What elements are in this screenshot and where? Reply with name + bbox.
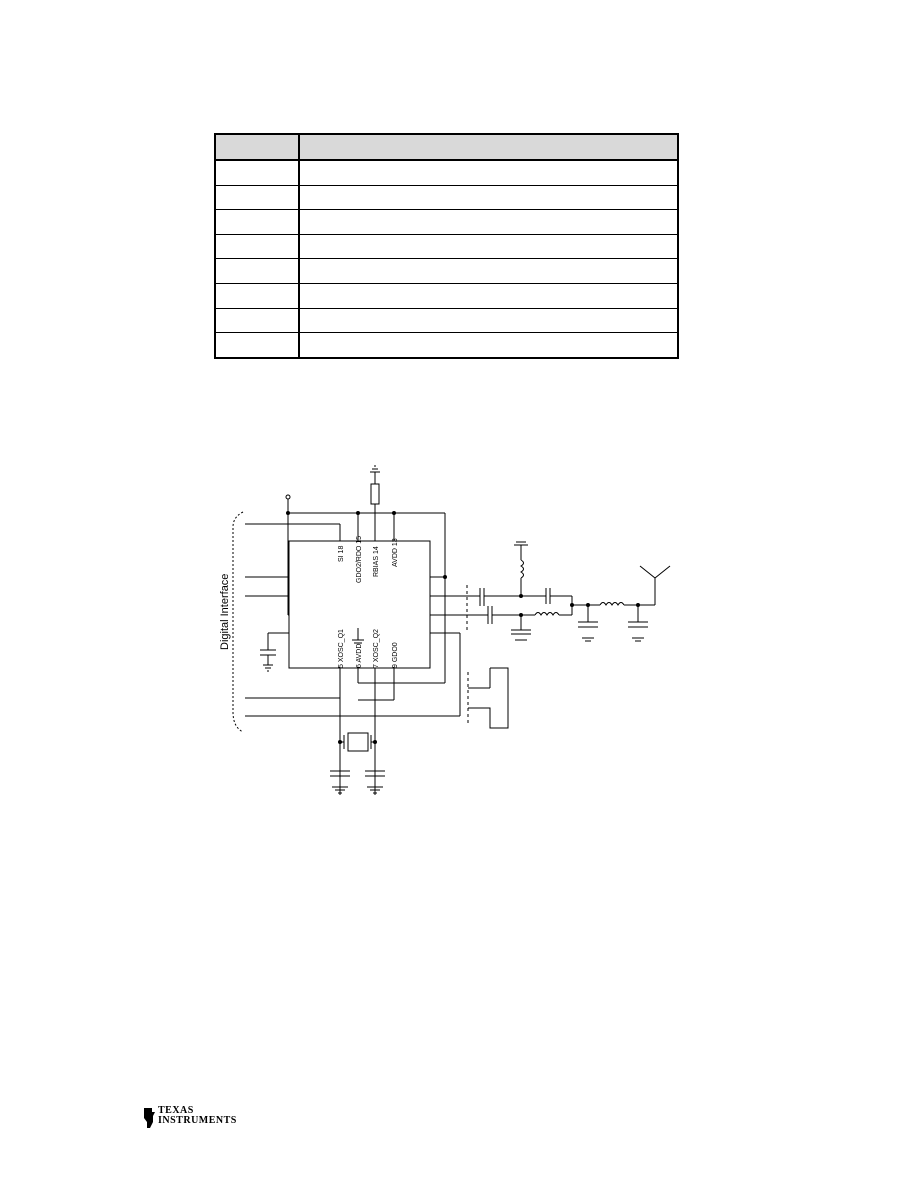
- table-cell: [298, 159, 679, 186]
- pin-label-avdd-top: AVDD 13: [392, 538, 399, 567]
- table-cell: [214, 258, 300, 284]
- pin-label-gdo0: 9 GDO0: [392, 642, 399, 668]
- table-cell: [298, 258, 679, 284]
- table-cell: [214, 159, 300, 186]
- table-header-cell: [214, 133, 300, 161]
- brand-wordmark: TEXAS INSTRUMENTS: [158, 1106, 237, 1126]
- brand-line1: TEXAS: [158, 1105, 194, 1116]
- pin-label-si: SI 18: [338, 546, 345, 562]
- table-cell: [214, 209, 300, 235]
- table-row: [214, 332, 679, 359]
- table-cell: [214, 184, 300, 211]
- pin-label-rbias: RBIAS 14: [373, 546, 380, 577]
- table-row: [214, 233, 679, 260]
- table-row: [214, 184, 679, 211]
- table-cell: [298, 184, 679, 211]
- pin-label-gdo2: GDO2/RDO 15: [356, 536, 363, 583]
- pin-description-table: [214, 133, 679, 359]
- table-cell: [214, 307, 300, 334]
- chip-body: [288, 540, 431, 669]
- digital-interface-label: Digital Interface: [219, 574, 231, 650]
- pin-label-xosc-q2: 7 XOSC_Q2: [373, 629, 380, 668]
- table-row: [214, 258, 679, 284]
- table-header-row: [214, 133, 679, 161]
- pin-label-avdd-bottom: 6 AVDD: [356, 644, 363, 668]
- ti-logo-icon: [144, 1108, 155, 1128]
- table-cell: [298, 233, 679, 260]
- table-row: [214, 159, 679, 186]
- table-row: [214, 209, 679, 235]
- table-cell: [298, 209, 679, 235]
- pin-label-xosc-q1: 5 XOSC_Q1: [338, 629, 345, 668]
- table-cell: [298, 332, 679, 359]
- table-cell: [214, 332, 300, 359]
- brand-line2: INSTRUMENTS: [158, 1115, 237, 1126]
- table-header-cell: [298, 133, 679, 161]
- table-cell: [214, 233, 300, 260]
